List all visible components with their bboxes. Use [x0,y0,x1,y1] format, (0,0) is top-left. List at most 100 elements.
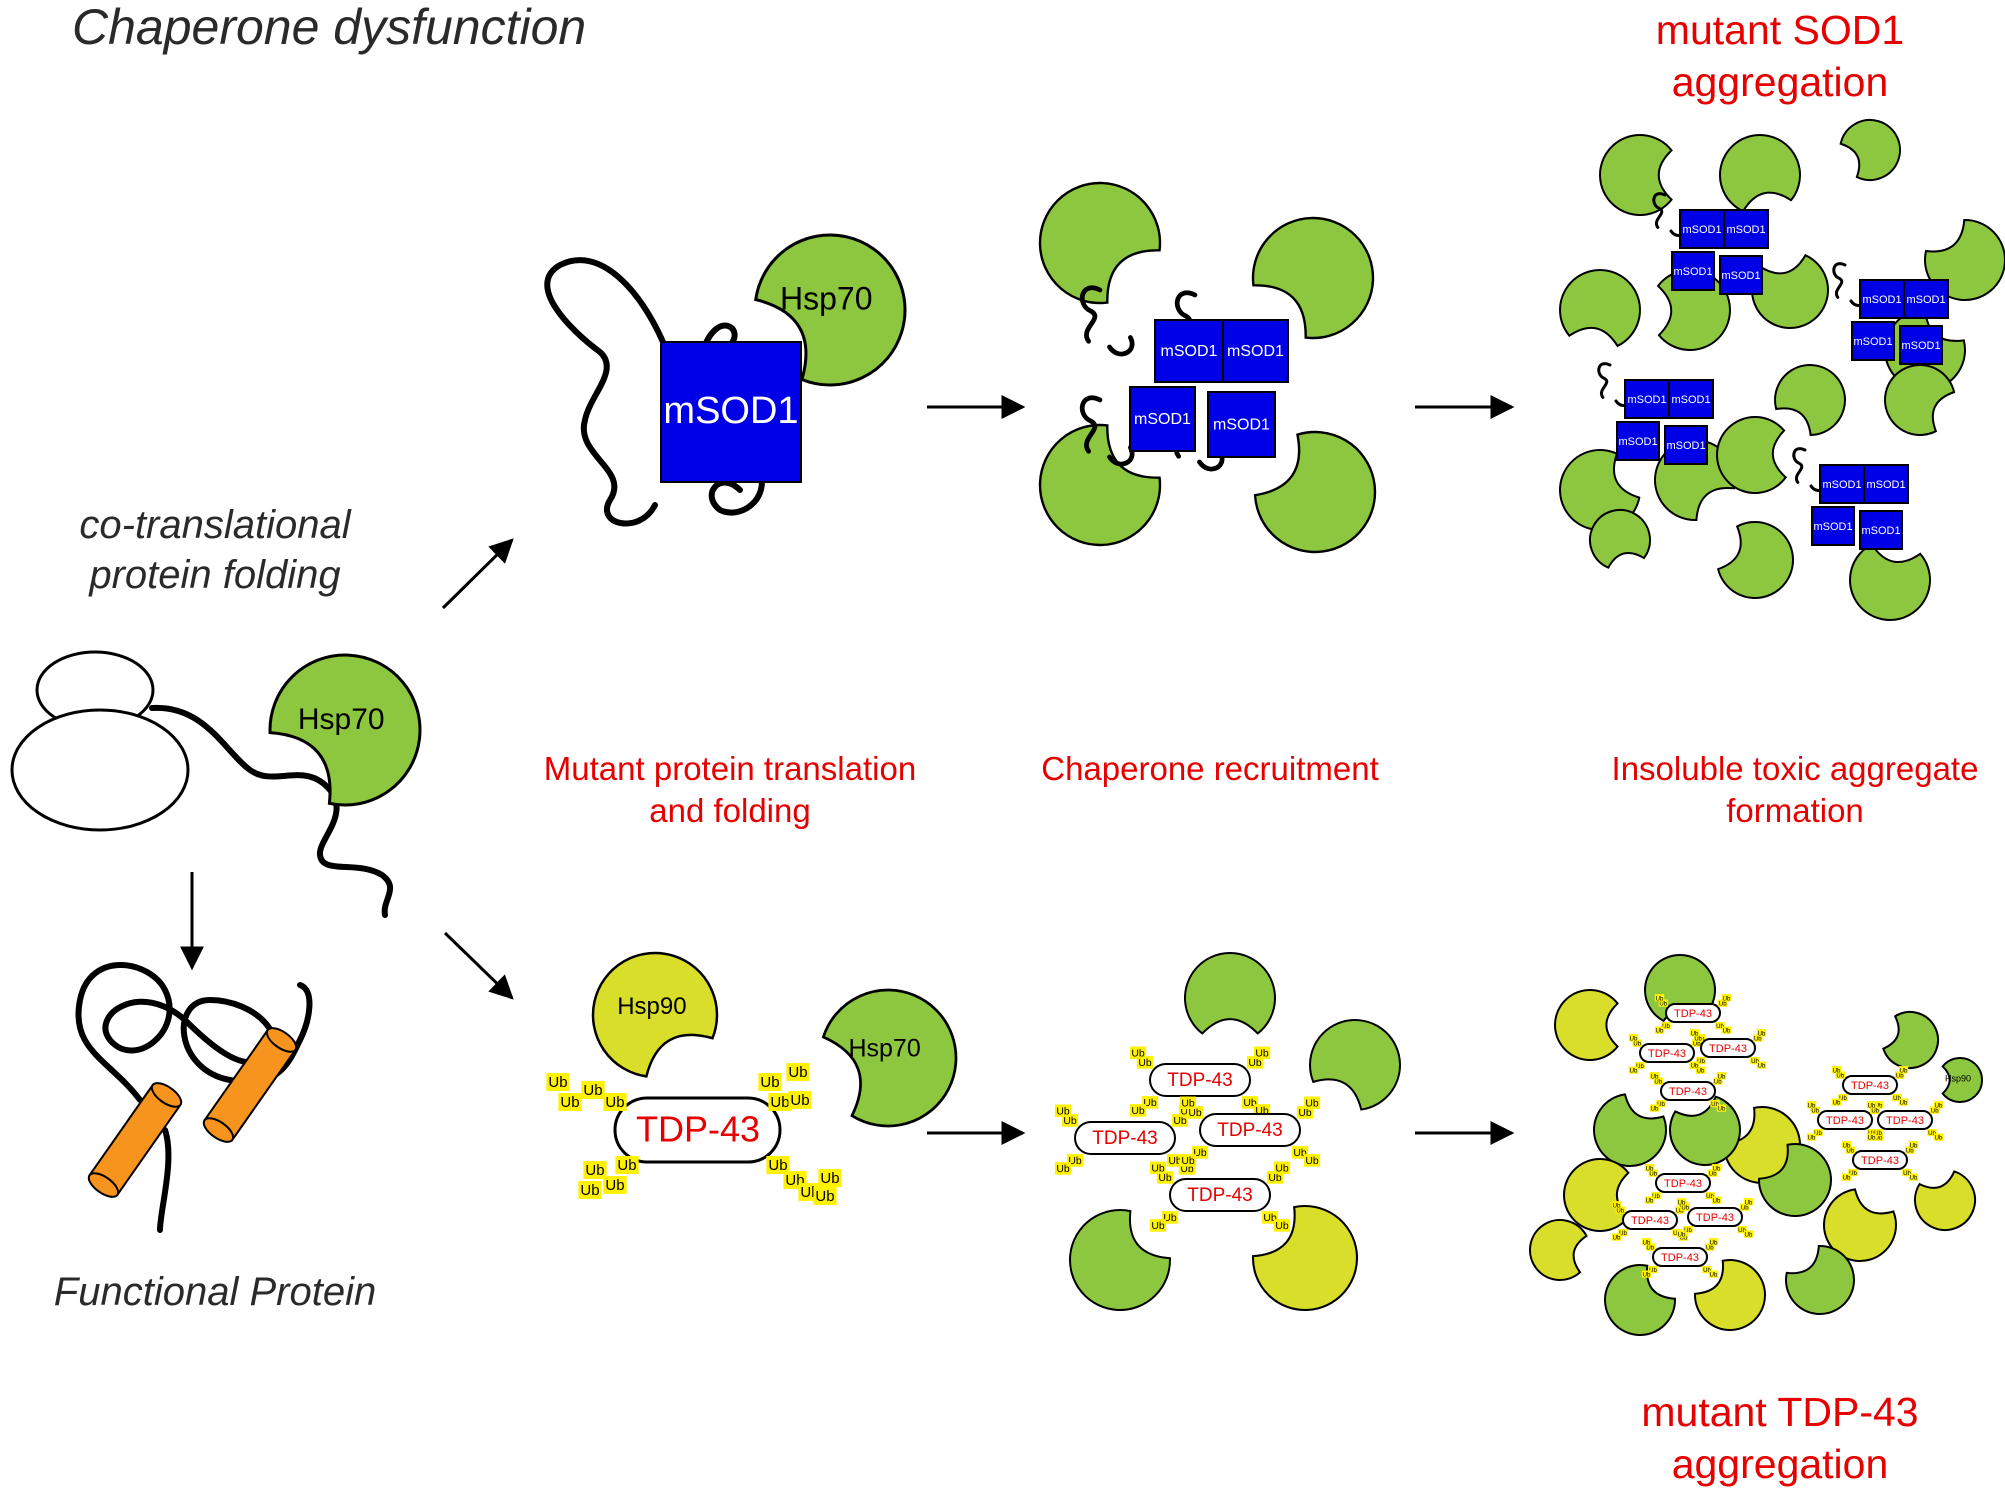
tdp43-stage2-3-ub-7-text: Ub [1275,1221,1289,1232]
tdp43-agg-3-ub-5-text: Ub [1718,1074,1726,1080]
tdp43-agg-3-ub-2-text: Ub [1657,1102,1665,1108]
tdp43-agg-4-ub-5-text: Ub [1900,1068,1908,1074]
tdp43-agg-6-ub-3-text: Ub [1868,1136,1876,1142]
tdp43-agg-6-ub-5 [1933,1101,1944,1109]
chaperone-agg-bottom-12 [1604,1264,1676,1336]
tdp43-agg-3 [1660,1081,1716,1101]
tdp43-agg-8-ub-4-text: Ub [1709,1172,1717,1178]
tdp43-agg-9-ub-4 [1675,1206,1685,1214]
stage1-label-line2: and folding [649,792,811,829]
tdp43-stage2-1-ub-0 [1061,1114,1079,1127]
tdp43-stage2-0-ub-0 [1136,1056,1154,1069]
ub-tag-stage1-16 [813,1187,837,1205]
tdp43-stage2-1-ub-3 [1054,1162,1072,1175]
tdp43-stage2-2-ub-1 [1179,1096,1197,1110]
tdp43-stage2-3 [1169,1178,1271,1212]
msod1-box-stage2-3 [1207,391,1276,458]
chaperone-agg-bottom-4 [1669,1095,1741,1166]
nascent-chain-line [149,704,394,918]
tdp43-agg-8-ub-2-text: Ub [1652,1194,1660,1200]
tdp43-agg-3-ub-1-text: Ub [1651,1074,1659,1080]
chaperone-agg-bottom-8 [1823,1188,1897,1262]
tdp43-stage2-2-ub-4 [1296,1106,1314,1119]
msod1-heading-line2: aggregation [1671,59,1889,105]
tdp43-agg-2-ub-3 [1689,1061,1700,1069]
tdp43-agg-10-ub-2 [1683,1225,1693,1234]
chaperone-agg-bottom-6 [1941,1057,1983,1103]
tdp43-agg-9-ub-2-text: Ub [1619,1231,1627,1237]
tdp43-agg-1-ub-1-text: Ub [1630,1036,1638,1042]
tdp43-agg-4-ub-1-text: Ub [1833,1068,1841,1074]
tdp43-agg-7-ub-5 [1908,1141,1919,1149]
ub-tag-stage1-0 [546,1073,570,1091]
tdp43-agg-0-ub-0 [1658,999,1668,1007]
ub-tag-stage1-2-text: Ub [583,1082,602,1099]
tdp43-agg-6-label: TDP-43 [1886,1115,1924,1127]
tdp43-stage2-1 [1074,1121,1176,1155]
ub-tag-stage1-10 [768,1093,792,1111]
tdp43-stage2-2-label: TDP-43 [1217,1120,1282,1141]
hsp70-chaperone-left [268,653,422,807]
tdp43-agg-10-ub-5-text: Ub [1745,1200,1753,1206]
tdp43-agg-9-ub-2 [1618,1228,1628,1237]
tdp43-agg-5 [1817,1110,1873,1130]
tdp43-agg-7-ub-6 [1902,1168,1912,1177]
tdp43-agg-6 [1877,1110,1933,1130]
tdp43-agg-10-ub-5 [1743,1198,1754,1206]
tdp43-agg-7-ub-0 [1845,1146,1855,1154]
cotrans-label-line2: protein folding [89,553,341,597]
tdp43-agg-8-label: TDP-43 [1664,1178,1702,1190]
msod1-heading-line1: mutant SOD1 [1655,7,1905,53]
hsp70-chaperone-agg-0 [1599,134,1673,216]
msod1-box-agg-2-2-label: mSOD1 [1618,436,1657,448]
ub-tag-stage1-12 [766,1156,790,1174]
tdp43-agg-8-ub-0 [1648,1169,1658,1177]
tdp43-agg-9-ub-3 [1611,1233,1622,1241]
tdp43-agg-5-ub-1 [1806,1101,1817,1109]
tdp43-stage2-2-ub-7-text: Ub [1305,1156,1319,1167]
tdp43-stage2-0-ub-3 [1129,1104,1147,1117]
tdp43-stage2-0-ub-7-text: Ub [1255,1106,1269,1117]
chaperone-agg-bottom-5 [1882,1011,1939,1069]
tdp43-agg-0-ub-7-text: Ub [1723,1029,1731,1035]
hsp70-label-top-stage1: Hsp70 [780,280,873,316]
tdp43-agg-5-ub-2 [1813,1128,1823,1137]
tdp43-agg-10-ub-3-text: Ub [1678,1233,1686,1239]
tdp43-stage2-0-ub-0-text: Ub [1138,1058,1152,1069]
msod1-chain-stage2-0 [1079,285,1135,357]
tdp43-agg-2 [1700,1038,1756,1058]
tdp43-stage2-1-ub-3-text: Ub [1056,1164,1070,1175]
tdp43-agg-3-ub-2 [1656,1099,1666,1108]
tdp43-stage2-2-ub-7 [1303,1154,1321,1167]
chaperone-agg-bottom-7 [1758,1143,1832,1217]
tdp43-agg-9-ub-0-text: Ub [1616,1209,1624,1215]
tdp43-agg-2-ub-5-text: Ub [1758,1031,1766,1037]
tdp43-agg-0-ub-5-text: Ub [1723,996,1731,1002]
tdp43-agg-0-ub-4 [1718,999,1728,1007]
tdp43-agg-5-ub-7-text: Ub [1875,1136,1883,1142]
tdp43-stage2-3-ub-6-text: Ub [1263,1213,1277,1224]
tdp43-agg-6-ub-7 [1933,1133,1944,1141]
tdp43-agg-3-ub-0 [1653,1077,1663,1085]
tdp43-agg-10-label: TDP-43 [1696,1212,1734,1224]
tdp43-agg-7-ub-0-text: Ub [1846,1149,1854,1155]
tdp43-agg-4 [1842,1075,1898,1095]
tdp43-agg-0-ub-6-text: Ub [1716,1024,1724,1030]
msod1-box-agg-2-3-label: mSOD1 [1666,440,1705,452]
msod1-box-agg-0-1-label: mSOD1 [1726,224,1765,236]
tdp43-stage2-3-ub-4-text: Ub [1268,1173,1282,1184]
tdp43-stage2-0-ub-1-text: Ub [1131,1049,1145,1060]
tdp43-agg-6-ub-4-text: Ub [1931,1109,1939,1115]
chaperone-agg-bottom-14 [1529,1219,1588,1281]
tdp43-agg-7-ub-1 [1841,1141,1852,1149]
tdp43-agg-8-ub-5 [1711,1164,1722,1172]
tdp43-agg-9-ub-1 [1611,1201,1622,1209]
tdp43-agg-2-ub-0-text: Ub [1694,1037,1702,1043]
ub-tag-stage1-1-text: Ub [560,1094,579,1111]
tdp43-agg-7 [1852,1150,1908,1170]
arrow-down-to-tdp43 [443,931,514,1000]
tdp43-agg-8-ub-6 [1705,1191,1715,1200]
tdp43-agg-0 [1665,1003,1721,1023]
hsp70-chaperone-stage2-0 [1038,181,1162,305]
